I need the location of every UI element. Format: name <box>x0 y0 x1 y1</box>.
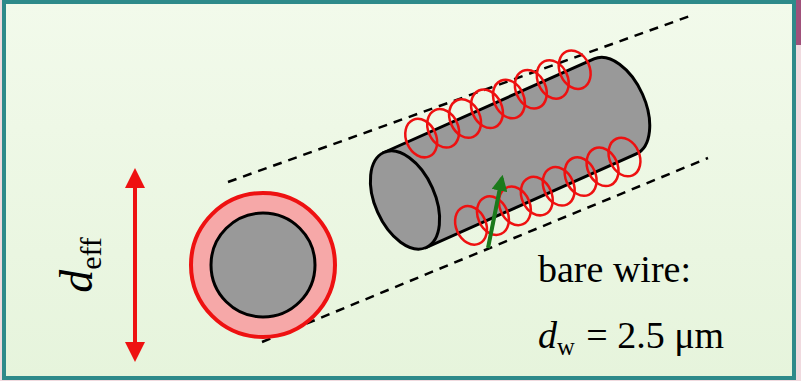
field-loop <box>559 152 603 201</box>
field-loop <box>581 142 625 191</box>
wire-cylinder <box>349 30 671 276</box>
field-loop <box>449 201 493 250</box>
cylinder-end <box>356 140 453 259</box>
field-loop <box>603 133 647 182</box>
field-loop <box>553 45 597 94</box>
field-loop <box>465 84 509 133</box>
pointer-arrow <box>488 178 502 248</box>
panel-frame <box>4 2 794 378</box>
wire-caption: bare wire: <box>538 250 691 288</box>
field-loop <box>421 104 465 153</box>
field-loop <box>509 65 553 114</box>
dimension-subscript: w <box>557 333 575 360</box>
effective-diameter-label: deff <box>54 237 106 293</box>
field-loop <box>399 114 443 163</box>
field-loop <box>537 162 581 211</box>
wire-diameter-label: dw = 2.5 μm <box>538 316 724 360</box>
dimension-subscript: eff <box>74 237 107 270</box>
caption-text: bare wire: <box>538 248 691 290</box>
field-loop <box>531 55 575 104</box>
field-loops <box>399 41 646 253</box>
dimension-value: = 2.5 μm <box>586 314 724 356</box>
dimension-symbol: d <box>538 314 557 356</box>
wire-section <box>211 213 315 317</box>
dimension-symbol: d <box>51 270 102 293</box>
effective-ring <box>191 193 335 337</box>
field-loop <box>515 172 559 221</box>
field-loop <box>443 94 487 143</box>
dimension-arrow <box>133 172 137 358</box>
field-loop <box>487 75 531 124</box>
